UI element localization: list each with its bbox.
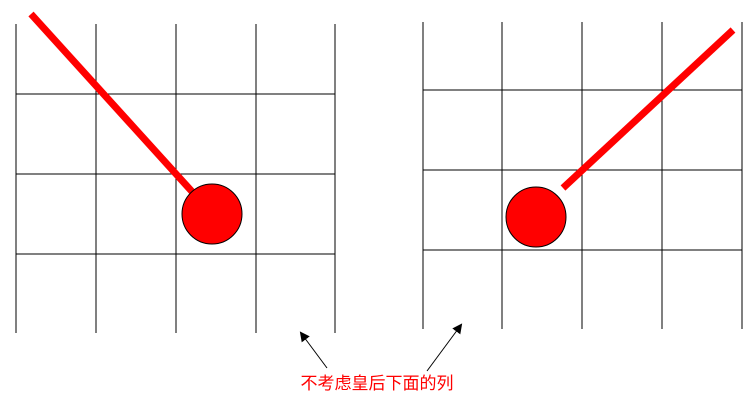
left-pointer-arrow (299, 331, 328, 369)
right-diagonal-attack-line (560, 27, 736, 191)
left-diagonal-attack-line (28, 11, 199, 199)
right-queen (505, 186, 567, 248)
right-board (422, 22, 743, 329)
left-queen (181, 183, 243, 245)
caption-text: 不考虑皇后下面的列 (300, 374, 454, 394)
right-pointer-arrow (426, 323, 463, 372)
right-board-grid (422, 22, 743, 329)
left-board (15, 11, 336, 333)
